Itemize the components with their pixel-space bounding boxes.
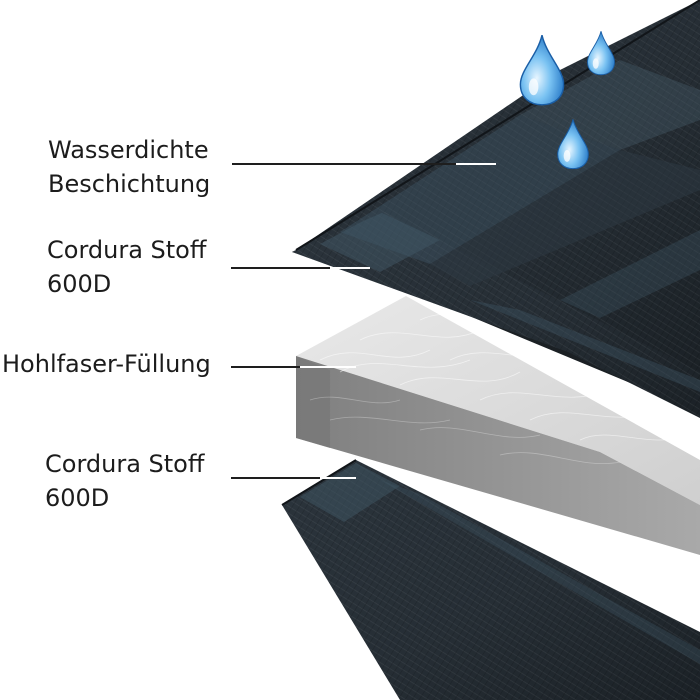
label-line: Wasserdichte [48,136,209,164]
label-line: Beschichtung [48,170,211,198]
bottom-fabric-layer [281,459,700,700]
label-line: Hohlfaser-Füllung [2,350,211,378]
filling-layer [296,296,700,555]
top-fabric-layer [292,210,700,418]
label-line: 600D [47,270,112,298]
label-hollow-fibre-filling: Hohlfaser-Füllung [2,347,211,381]
label-waterproof-coating: Wasserdichte Beschichtung [48,133,210,201]
water-drop-icon [519,34,565,106]
label-cordura-fabric-top: Cordura Stoff 600D [47,233,206,301]
label-line: 600D [45,484,110,512]
label-line: Cordura Stoff [47,236,207,264]
label-cordura-fabric-bottom: Cordura Stoff 600D [45,447,204,515]
coating-surface [295,0,700,372]
label-line: Cordura Stoff [45,450,205,478]
water-drop-icon [586,30,616,76]
leader-line-tips [300,163,496,479]
